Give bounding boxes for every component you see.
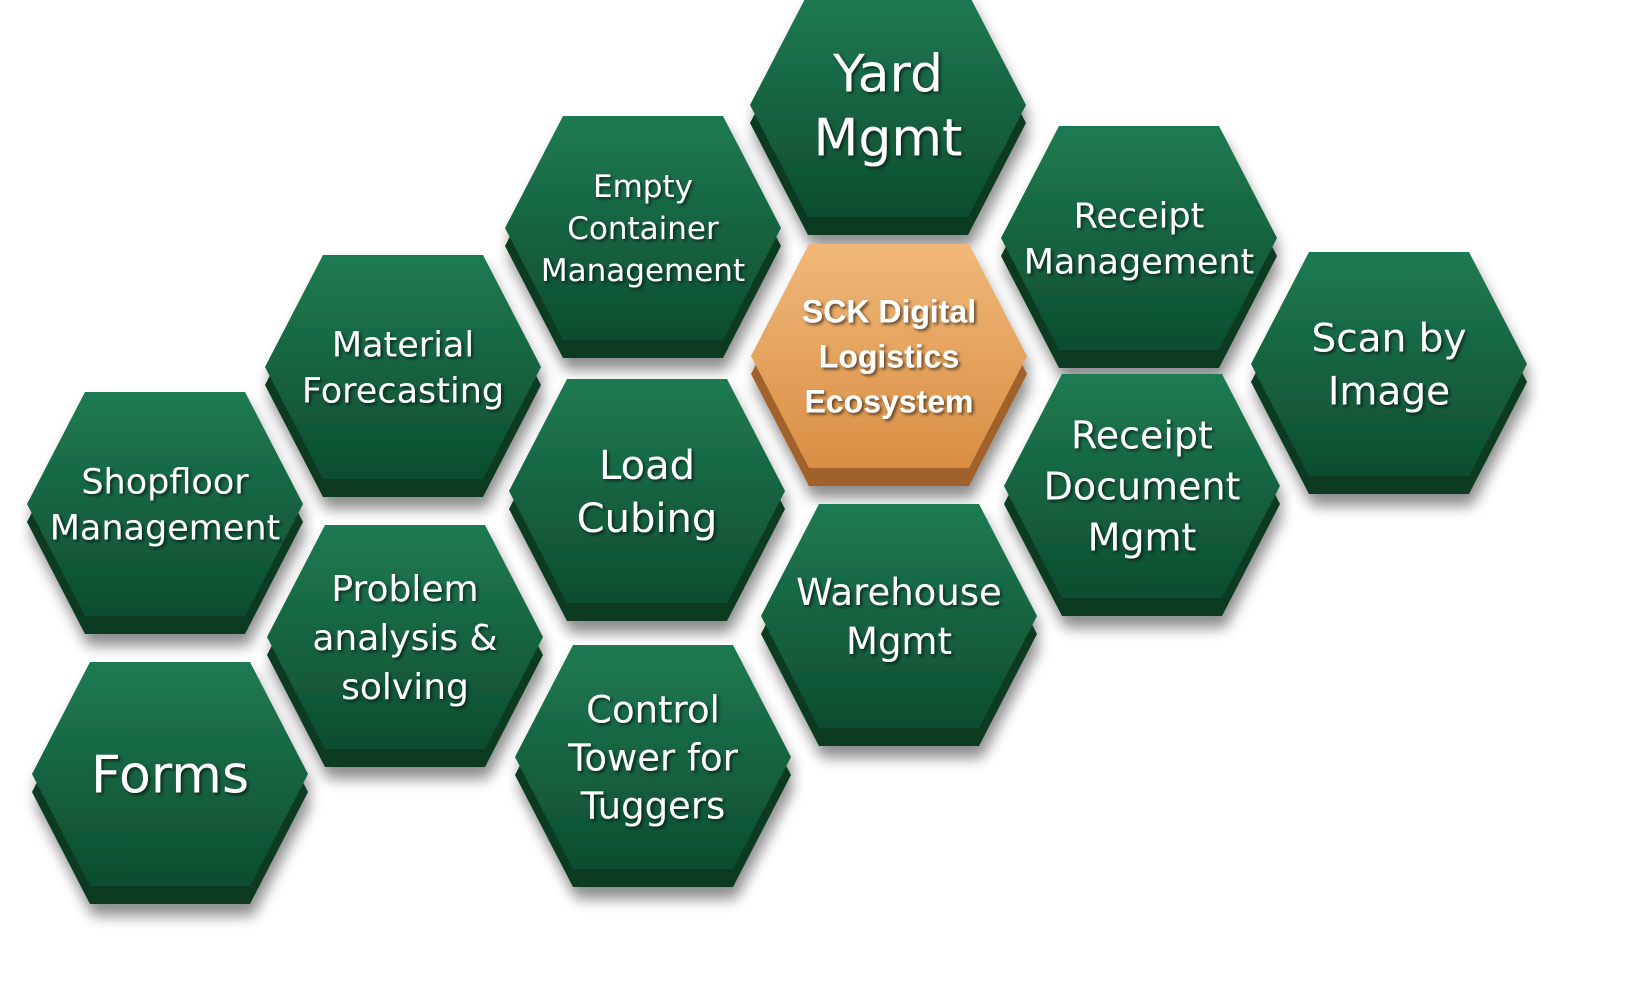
- hexagon-label-line: Ecosystem: [805, 384, 974, 420]
- hexagon-face: [265, 255, 541, 479]
- hexagon-label-line: Warehouse: [796, 571, 1002, 614]
- hexagon-label-line: Problem: [331, 569, 478, 610]
- hexagon-label-line: Receipt: [1071, 414, 1213, 458]
- hexagon-label-line: Image: [1328, 370, 1450, 415]
- hexagon-label-line: Scan by: [1311, 317, 1466, 362]
- hexagon-forms: Forms: [32, 662, 308, 904]
- hexagon-label-line: analysis &: [312, 618, 497, 659]
- hexagon-label-line: Logistics: [819, 339, 959, 375]
- hexagon-face: [761, 504, 1037, 728]
- hexagon-face: [751, 244, 1027, 468]
- hexagon-label-line: Material: [332, 326, 474, 366]
- hexagon-face: [1004, 374, 1280, 598]
- hexagon-face: [1001, 126, 1277, 350]
- hexagon-label-line: Container: [567, 211, 719, 247]
- hexagon-face: [509, 379, 785, 603]
- hexagon-face: [515, 645, 791, 869]
- hexagon-problem-analysis-solving: Problem analysis & solving: [267, 525, 543, 767]
- hexagon-label-line: Management: [50, 509, 281, 549]
- hexagon-label-line: Tuggers: [580, 784, 726, 827]
- hexagon-face: [1251, 252, 1527, 476]
- hexagon-label-line: Management: [1024, 243, 1255, 283]
- hexagon-label-line: Forecasting: [302, 372, 504, 412]
- hexagon-face: [27, 392, 303, 616]
- hexagon-label-line: Mgmt: [814, 109, 963, 169]
- hexagon-face: [750, 0, 1026, 217]
- hexagon-label-line: Load: [599, 443, 695, 489]
- hexagon-label-line: Management: [541, 253, 745, 289]
- hexagon-label-line: Yard: [832, 45, 943, 105]
- hexagon-label: Problem analysis & solving: [312, 569, 497, 708]
- hexagon-label: Forms: [91, 746, 249, 806]
- hexagon-label-line: Shopfloor: [81, 463, 249, 503]
- hexagon-face: [505, 116, 781, 340]
- hexagon-label-line: Tower for: [567, 736, 739, 779]
- hexagon-scan-by-image: Scan by Image: [1251, 252, 1527, 494]
- hexagon-label-line: Mgmt: [846, 620, 952, 663]
- hexagon-label-line: Mgmt: [1088, 516, 1197, 560]
- hexagon-face: [32, 662, 308, 886]
- hexagon-label-line: Control: [586, 688, 720, 731]
- hexagon-label-line: solving: [341, 667, 469, 708]
- hexagon-label: Scan by Image: [1311, 317, 1466, 415]
- hexagon-label-line: Receipt: [1074, 197, 1205, 237]
- hexagon-face: [267, 525, 543, 749]
- hexagon-label-line: Empty: [593, 169, 693, 205]
- hexagon-label-line: Document: [1044, 465, 1241, 509]
- hexagon-label-line: Cubing: [577, 496, 718, 542]
- hexagon-label-line: Forms: [91, 746, 249, 806]
- hexagon-label-line: SCK Digital: [802, 294, 976, 330]
